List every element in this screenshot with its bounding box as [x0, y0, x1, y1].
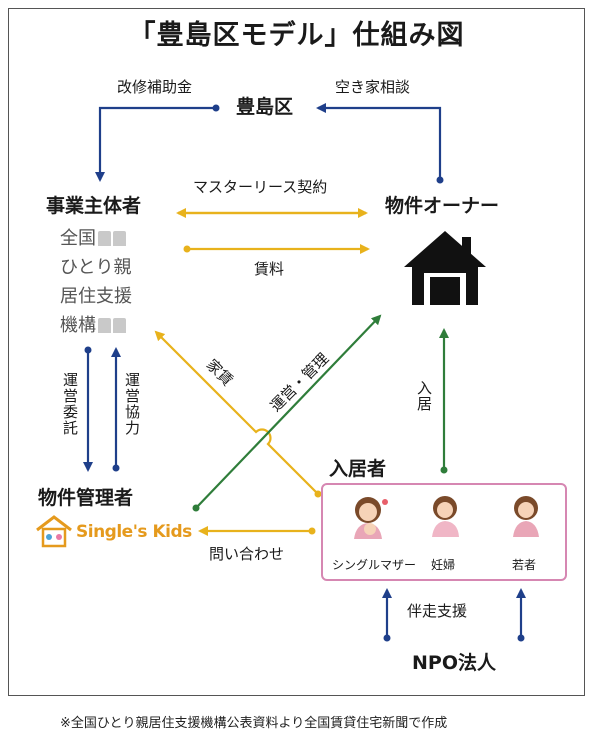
label-subsidy: 改修補助金: [117, 78, 193, 96]
edge-vacancy-consult: [316, 103, 444, 184]
logo-house-icon: [36, 515, 72, 548]
resident-type-young: 若者: [512, 558, 537, 572]
edge-rent-fee: [183, 244, 370, 254]
label-rent-fee: 賃料: [254, 260, 285, 278]
pregnant-woman-icon: [432, 496, 459, 537]
resident-type-pregnant: 妊婦: [431, 558, 456, 572]
redacted-block: [98, 318, 111, 333]
edge-operation-management: [192, 314, 382, 512]
edge-operation-cooperation: [111, 347, 121, 472]
label-move-in: 入居: [415, 380, 433, 412]
diagram-title: 「豊島区モデル」仕組み図: [128, 20, 465, 51]
node-toshima: 豊島区: [236, 96, 294, 118]
resident-type-single-mother: シングルマザー: [332, 558, 417, 572]
operator-org-line-4: 機構: [60, 317, 126, 335]
house-icon: [404, 231, 486, 305]
label-operation-outsourcing: 運営委託: [61, 372, 79, 436]
redacted-block: [98, 231, 111, 246]
young-person-icon: [513, 496, 539, 537]
operator-org-text-4: 機構: [60, 315, 96, 336]
edge-subsidy: [95, 104, 220, 182]
edge-move-in: [439, 328, 449, 474]
operator-org-text-1: 全国: [60, 228, 96, 249]
node-owner: 物件オーナー: [385, 195, 500, 217]
label-master-lease: マスターリース契約: [193, 178, 328, 196]
operator-org-line-3: 居住支援: [60, 286, 132, 307]
label-vacancy-consult: 空き家相談: [335, 78, 411, 96]
operator-org-line-2: ひとり親: [60, 257, 132, 278]
source-footnote: ※全国ひとり親居住支援機構公表資料より全国賃貸住宅新聞で作成: [60, 716, 448, 731]
single-mother-icon: [354, 497, 388, 539]
label-operation-cooperation: 運営協力: [123, 372, 141, 436]
redacted-block: [113, 231, 126, 246]
node-manager: 物件管理者: [38, 487, 134, 509]
edge-inquiry: [198, 526, 316, 536]
edge-operation-outsourcing: [83, 346, 93, 472]
redacted-block: [113, 318, 126, 333]
node-npo: NPO法人: [412, 652, 496, 674]
edge-support: [382, 588, 526, 642]
logo-text: Single's Kids: [76, 522, 192, 542]
node-operator: 事業主体者: [46, 195, 142, 217]
node-residents: 入居者: [329, 458, 387, 480]
label-support: 伴走支援: [407, 602, 468, 620]
operator-org-line-1: 全国: [60, 230, 126, 248]
edge-rent: [154, 330, 322, 498]
diagram-frame: [8, 8, 585, 696]
singles-kids-logo: Single's Kids: [34, 514, 194, 548]
label-inquiry: 問い合わせ: [209, 545, 285, 563]
